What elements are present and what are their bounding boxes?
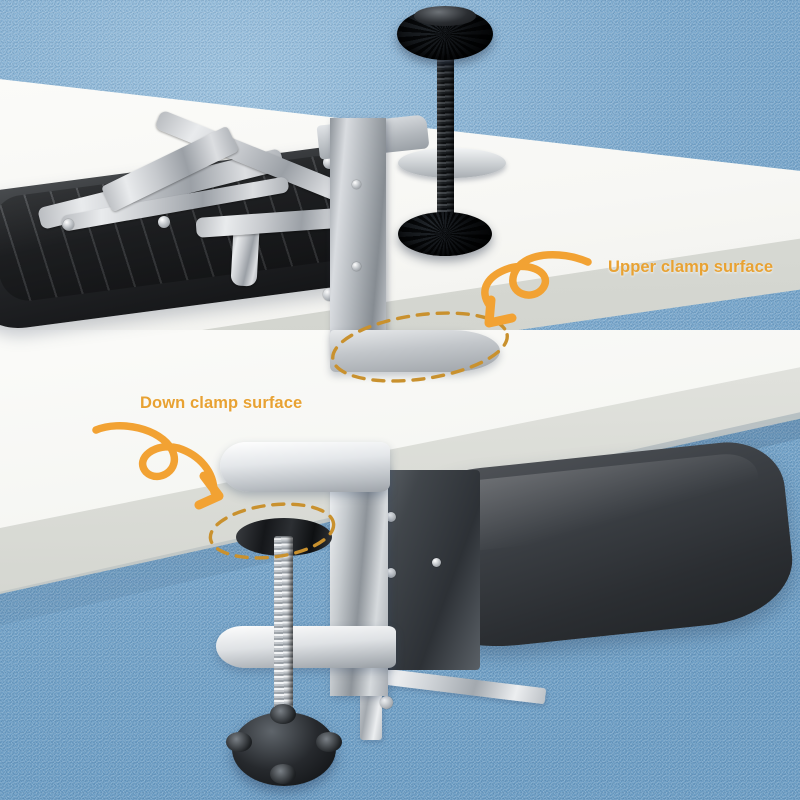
- lower-clamp-assembly: [200, 430, 800, 800]
- clamp-body-rivet-1: [386, 512, 396, 522]
- upper-bracket-foot: [330, 330, 500, 372]
- lower-clamp-upper-jaw: [220, 442, 390, 492]
- lower-lobed-knob: [226, 704, 342, 786]
- upper-thumb-knob-cap: [414, 6, 476, 26]
- upper-clamp-surface-label: Upper clamp surface: [608, 258, 774, 276]
- rivet-2: [63, 219, 74, 230]
- lower-clamp-lower-jaw: [216, 626, 396, 668]
- rivet-1: [158, 216, 170, 228]
- clamp-body-rivet-2: [386, 568, 396, 578]
- lower-threaded-rod: [274, 536, 293, 732]
- knob-lobe-3: [316, 732, 342, 752]
- linkage-tab: [230, 227, 260, 287]
- bracket-rivet-1: [352, 180, 361, 189]
- brace-rivet: [380, 696, 393, 709]
- upper-clamp-assembly: [0, 0, 560, 400]
- upper-bracket-vertical: [330, 118, 386, 358]
- knob-lobe-4: [270, 764, 296, 784]
- lower-support-brace-horizontal: [375, 667, 547, 705]
- bracket-rivet-2: [352, 262, 361, 271]
- upper-lock-knob: [398, 212, 492, 256]
- upper-threaded-rod: [437, 52, 454, 232]
- down-clamp-surface-label: Down clamp surface: [140, 394, 303, 412]
- knob-lobe-2: [270, 704, 296, 724]
- knob-lobe-1: [226, 732, 252, 752]
- clamp-body-rivet-3: [432, 558, 441, 567]
